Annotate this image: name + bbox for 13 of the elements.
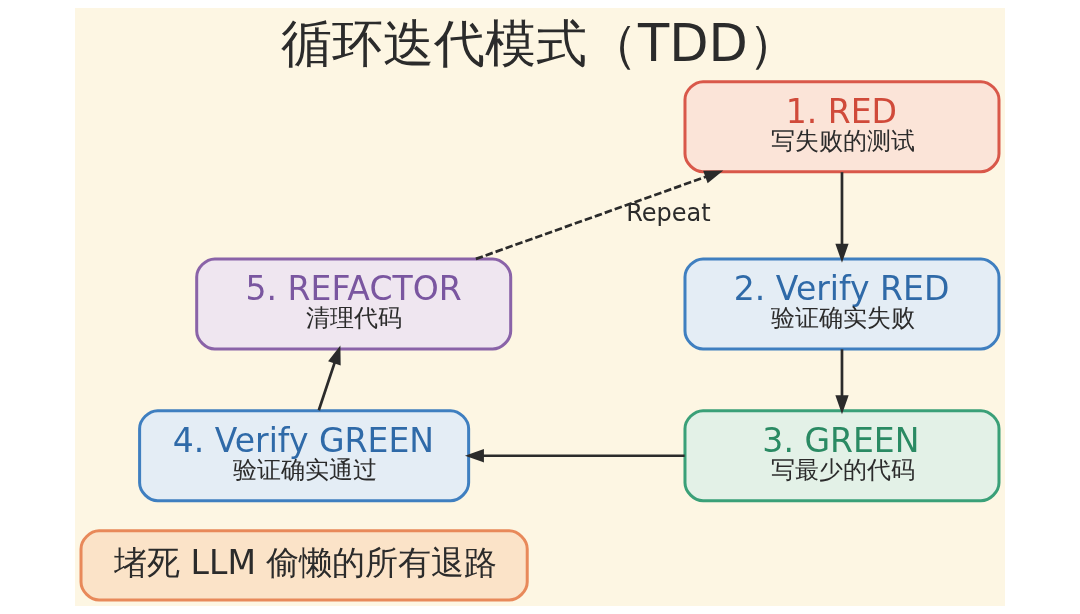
arrow — [475, 170, 724, 261]
node-box: 5. REFACTOR 清理代码 — [195, 257, 513, 351]
node-box: 4. Verify GREEN 验证确实通过 — [138, 409, 471, 503]
node-box: 堵死 LLM 偷懒的所有退路 — [79, 529, 529, 602]
node-box: 1. RED 写失败的测试 — [683, 80, 1001, 174]
node-box: 2. Verify RED 验证确实失败 — [683, 257, 1001, 351]
arrow — [835, 172, 849, 263]
arrow — [317, 345, 341, 411]
node-box: 3. GREEN 写最少的代码 — [683, 409, 1001, 503]
diagram-title: 循环迭代模式（TDD） — [281, 13, 799, 73]
arrow — [835, 349, 849, 415]
arrow — [464, 449, 685, 463]
edge-label: Repeat — [626, 199, 711, 228]
